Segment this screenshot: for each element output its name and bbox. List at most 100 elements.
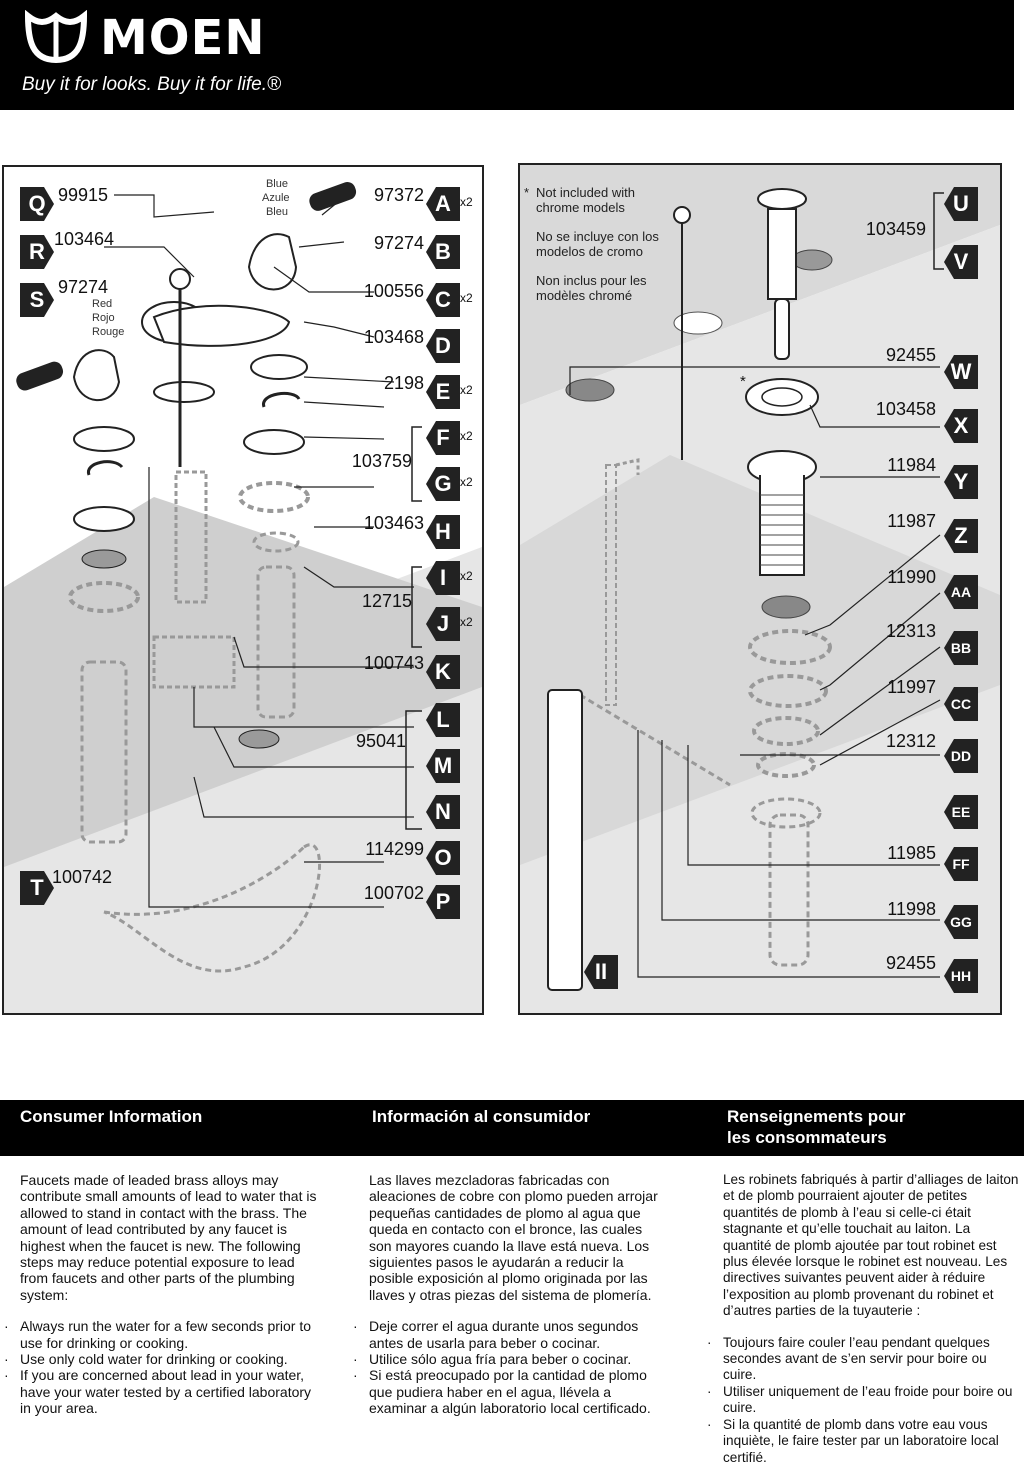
quantity-f: x2 xyxy=(460,429,473,443)
part-tag-g: G xyxy=(426,467,460,501)
part-tag-o: O xyxy=(426,841,460,875)
part-group-brackets xyxy=(405,426,422,830)
drain-parts-diagram: * Not included with chrome models No se … xyxy=(518,163,1002,1015)
part-tag-f: F xyxy=(426,421,460,455)
part-number-q: 99915 xyxy=(58,185,109,205)
part-number-k: 100743 xyxy=(363,653,424,673)
part-number-t: 100742 xyxy=(52,867,113,887)
consumer-info-fr: Les robinets fabriqués à partir d’alliag… xyxy=(707,1172,1021,1466)
bullet-fr: Si la quantité de plomb dans votre eau v… xyxy=(707,1417,1021,1466)
tagline: Buy it for looks. Buy it for life.® xyxy=(22,74,281,95)
part-tag-b: B xyxy=(426,235,460,269)
part-number-aa: 11990 xyxy=(887,567,936,587)
part-number-g: 103759 xyxy=(351,451,412,471)
asterisk-mark: * xyxy=(740,373,746,390)
bullet-en: Use only cold water for drinking or cook… xyxy=(4,1351,320,1368)
part-tag-j: J xyxy=(426,607,460,641)
quantity-e: x2 xyxy=(460,383,473,397)
bullets-fr: Toujours faire couler l’eau pendant quel… xyxy=(707,1335,1021,1466)
part-tag-ff: FF xyxy=(944,847,978,881)
intro-es: Las llaves mezcladoras fabricadas con al… xyxy=(369,1172,658,1303)
part-tag-hh: HH xyxy=(944,959,978,993)
quantity-j: x2 xyxy=(460,615,473,629)
quantity-g: x2 xyxy=(460,475,473,489)
part-number-a: 97372 xyxy=(373,185,424,205)
part-tag-x: X xyxy=(944,409,978,443)
part-tag-s: S xyxy=(20,283,54,317)
part-number-hh: 92455 xyxy=(885,953,936,973)
note-es: No se incluye con los modelos de cromo xyxy=(536,229,659,259)
part-group-bracket-uv xyxy=(933,192,944,270)
note-fr: Non inclus pour les modèles chromé xyxy=(536,273,647,303)
part-tag-u: U xyxy=(944,187,978,221)
moen-logo: MOEN xyxy=(22,8,266,68)
drain-exploded-view xyxy=(520,165,1000,1013)
bullet-fr: Toujours faire couler l’eau pendant quel… xyxy=(707,1335,1021,1384)
part-tag-d: D xyxy=(426,329,460,363)
bullet-en: Always run the water for a few seconds p… xyxy=(4,1318,320,1351)
part-tag-v: V xyxy=(944,245,978,279)
part-number-r: 103464 xyxy=(54,229,115,249)
part-number-d: 103468 xyxy=(363,327,424,347)
part-tag-l: L xyxy=(426,703,460,737)
part-number-dd: 12312 xyxy=(885,731,936,751)
part-number-ff: 11985 xyxy=(887,843,936,863)
brand-name: MOEN xyxy=(100,10,266,66)
heading-en: Consumer Information xyxy=(20,1107,203,1126)
part-tag-dd: DD xyxy=(944,739,978,773)
part-number-m: 95041 xyxy=(355,731,406,751)
part-tag-h: H xyxy=(426,515,460,549)
part-tag-p: P xyxy=(426,885,460,919)
part-number-w: 92455 xyxy=(885,345,936,365)
part-tag-k: K xyxy=(426,655,460,689)
part-tag-i: I xyxy=(426,561,460,595)
bullet-es: Deje correr el agua durante unos segundo… xyxy=(353,1318,667,1351)
quantity-c: x2 xyxy=(460,291,473,305)
part-tag-ii: II xyxy=(584,955,618,989)
part-tag-ee: EE xyxy=(944,795,978,829)
part-number-y: 11984 xyxy=(887,455,936,475)
part-number-x: 103458 xyxy=(875,399,936,419)
quantity-i: x2 xyxy=(460,569,473,583)
part-number-gg: 11998 xyxy=(887,899,936,919)
part-tag-aa: AA xyxy=(944,575,978,609)
part-number-v: 103459 xyxy=(865,219,926,239)
heading-fr: Renseignements pour les consommateurs xyxy=(727,1107,906,1147)
asterisk: * xyxy=(524,185,530,200)
part-tag-r: R xyxy=(20,235,54,269)
quantity-a: x2 xyxy=(460,195,473,209)
part-tag-m: M xyxy=(426,749,460,783)
bullets-en: Always run the water for a few seconds p… xyxy=(4,1318,320,1416)
part-number-j: 12715 xyxy=(361,591,412,611)
heading-es: Información al consumidor xyxy=(372,1107,591,1126)
moen-logo-icon xyxy=(24,10,88,64)
part-number-c: 100556 xyxy=(363,281,424,301)
part-tag-t: T xyxy=(20,871,54,905)
part-number-b: 97274 xyxy=(373,233,424,253)
part-tag-bb: BB xyxy=(944,631,978,665)
part-tag-w: W xyxy=(944,355,978,389)
part-number-cc: 11997 xyxy=(887,677,936,697)
bullet-fr: Utiliser uniquement de l’eau froide pour… xyxy=(707,1384,1021,1417)
faucet-exploded-view xyxy=(4,181,482,1013)
part-tag-a: A xyxy=(426,187,460,221)
part-number-s: 97274 xyxy=(58,277,109,297)
part-number-z: 11987 xyxy=(887,511,936,531)
intro-fr: Les robinets fabriqués à partir d’alliag… xyxy=(723,1172,1019,1319)
part-number-o: 114299 xyxy=(365,839,424,859)
bullets-es: Deje correr el agua durante unos segundo… xyxy=(353,1318,667,1416)
part-tag-z: Z xyxy=(944,519,978,553)
note-en: Not included with chrome models xyxy=(536,185,635,215)
part-tag-gg: GG xyxy=(944,905,978,939)
consumer-info-bar: Consumer Information Información al cons… xyxy=(0,1100,1024,1156)
part-tag-e: E xyxy=(426,375,460,409)
brand-header: MOEN Buy it for looks. Buy it for life.® xyxy=(0,0,1014,110)
part-tag-q: Q xyxy=(20,187,54,221)
part-tag-y: Y xyxy=(944,465,978,499)
part-number-h: 103463 xyxy=(363,513,424,533)
part-tag-n: N xyxy=(426,795,460,829)
chrome-models-note: * Not included with chrome models No se … xyxy=(524,185,674,303)
